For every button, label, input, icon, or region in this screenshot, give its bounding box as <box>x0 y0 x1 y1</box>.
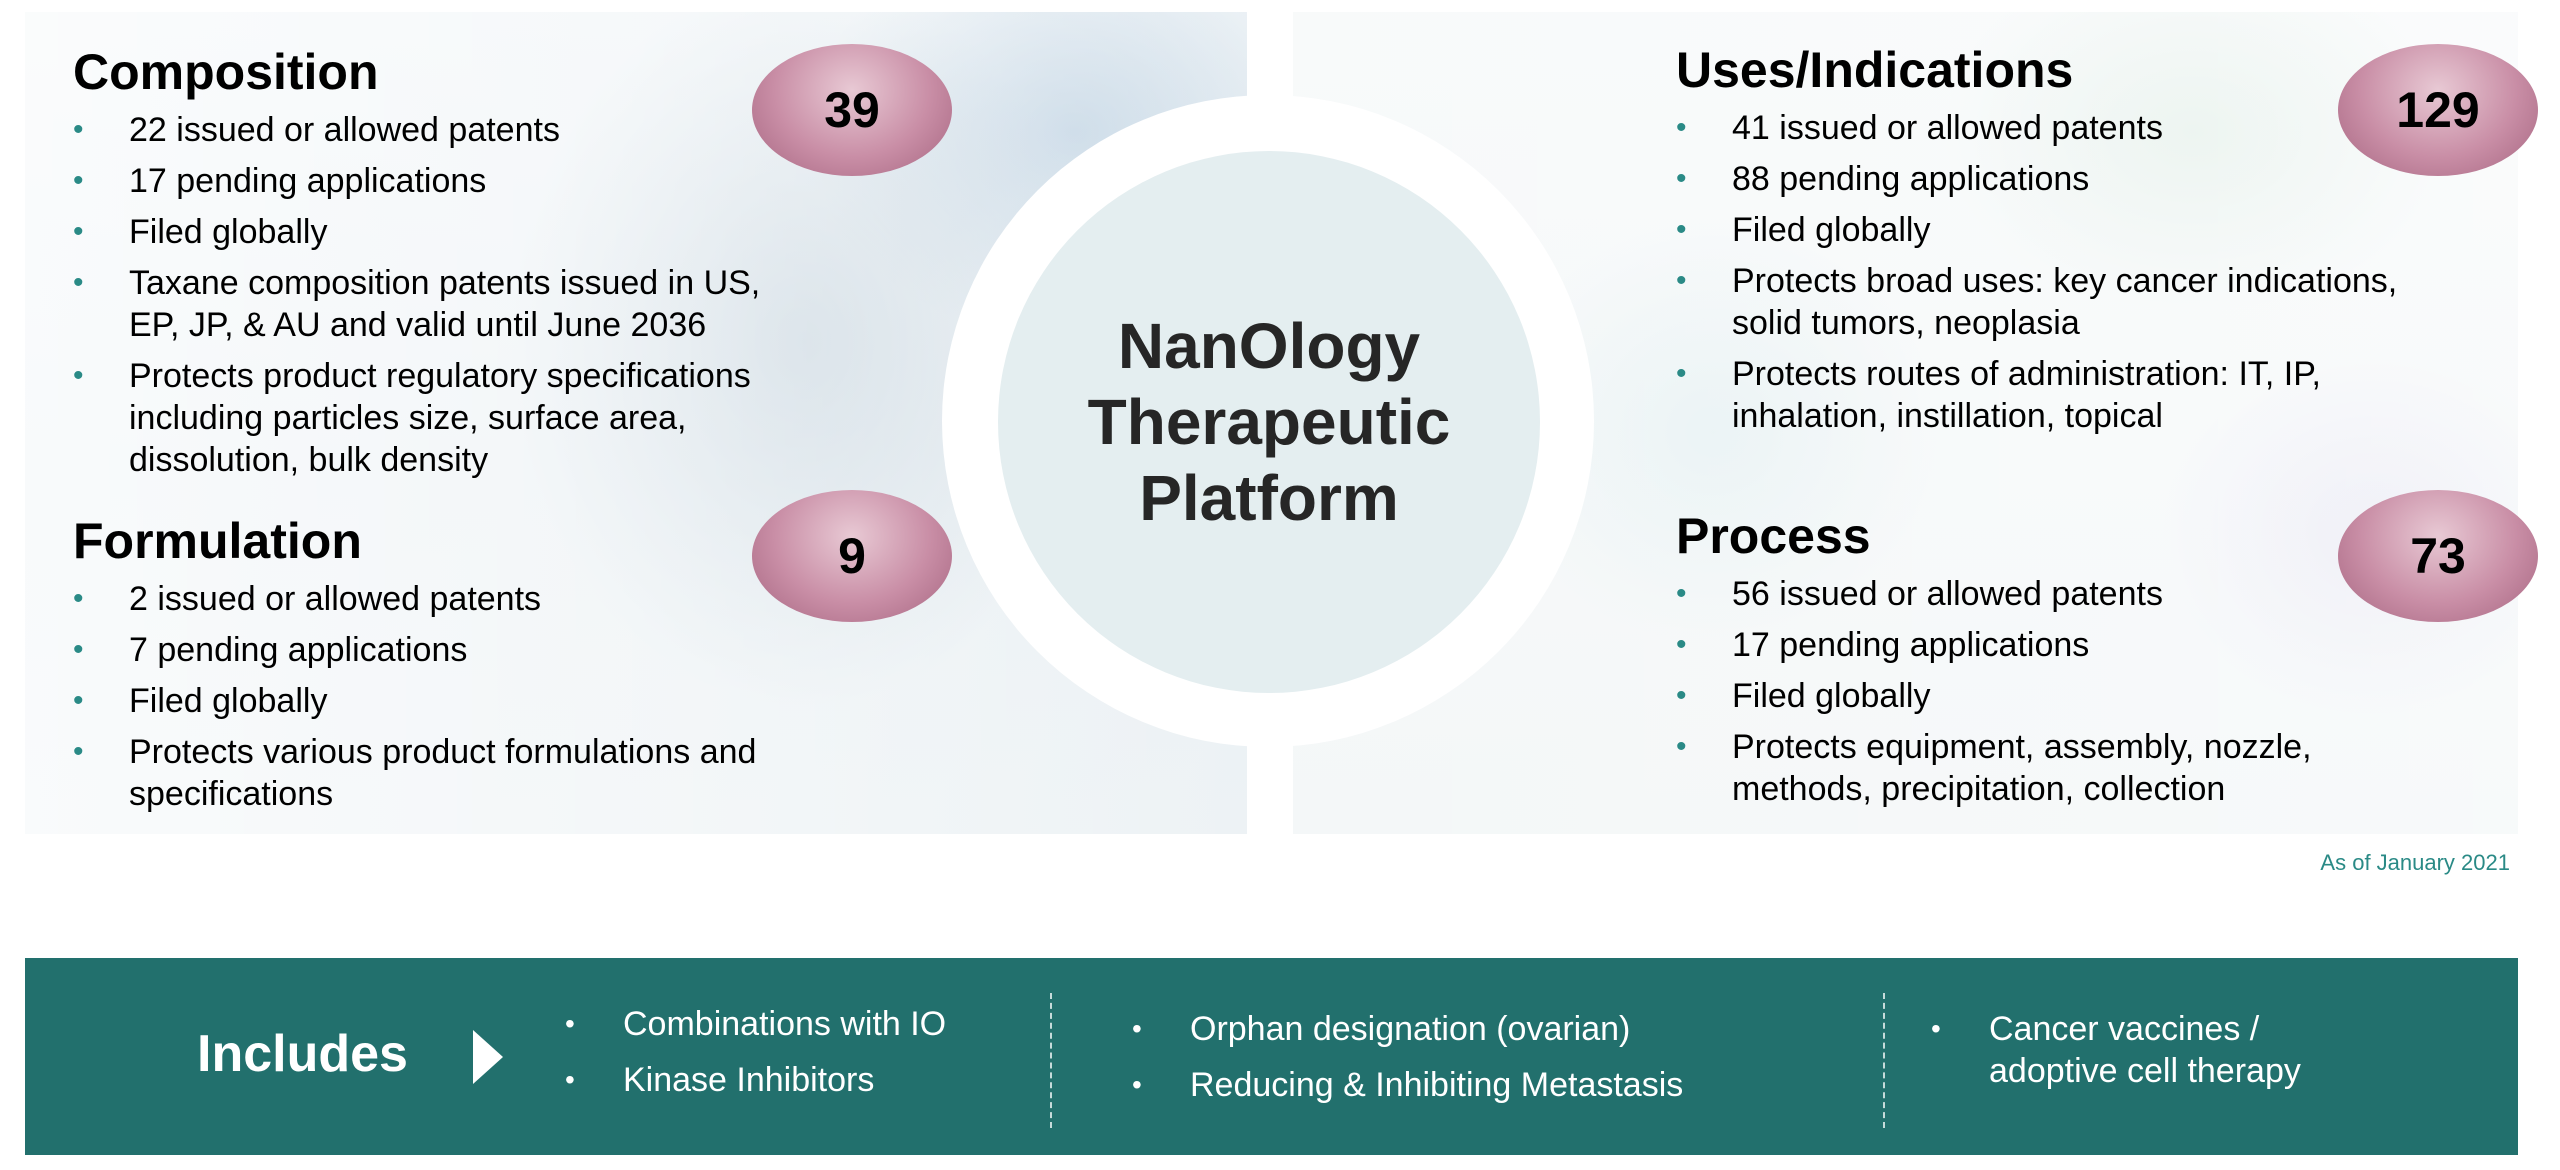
composition-list: •22 issued or allowed patents •17 pendin… <box>73 109 813 481</box>
bullet-icon: • <box>1676 577 1687 610</box>
uses-list: •41 issued or allowed patents •88 pendin… <box>1676 107 2436 437</box>
includes-column-1: •Combinations with IO •Kinase Inhibitors <box>565 1003 1025 1115</box>
formulation-list: •2 issued or allowed patents •7 pending … <box>73 578 813 815</box>
bullet-icon: • <box>1676 264 1687 297</box>
list-item: •Combinations with IO <box>565 1005 947 1043</box>
list-item: •Filed globally <box>73 682 328 720</box>
uses-title: Uses/Indications <box>1676 42 2074 98</box>
bullet-icon: • <box>73 582 84 615</box>
includes-label: Includes <box>197 1025 408 1083</box>
process-title: Process <box>1676 508 1871 564</box>
process-list: •56 issued or allowed patents •17 pendin… <box>1676 573 2436 810</box>
composition-count-badge: 39 <box>752 44 952 176</box>
list-item: •88 pending applications <box>1676 160 2090 198</box>
bullet-icon: • <box>73 359 84 392</box>
list-item: •Filed globally <box>1676 677 1931 715</box>
bullet-icon: • <box>565 1008 575 1039</box>
bullet-icon: • <box>73 164 84 197</box>
arrow-right-icon <box>473 1030 503 1084</box>
list-item: •Protects equipment, assembly, nozzle, m… <box>1676 728 2312 808</box>
list-item: •Protects broad uses: key cancer indicat… <box>1676 262 2398 342</box>
list-item: •2 issued or allowed patents <box>73 580 542 618</box>
list-item: •22 issued or allowed patents <box>73 111 560 149</box>
bullet-icon: • <box>1676 213 1687 246</box>
process-section: Process •56 issued or allowed patents •1… <box>1676 508 2436 810</box>
bullet-icon: • <box>73 684 84 717</box>
list-item: •41 issued or allowed patents <box>1676 109 2163 147</box>
composition-section: Composition •22 issued or allowed patent… <box>73 44 813 481</box>
formulation-count-badge: 9 <box>752 490 952 622</box>
bullet-icon: • <box>1132 1013 1142 1044</box>
list-item: •Filed globally <box>1676 211 1931 249</box>
divider <box>1883 993 1885 1128</box>
list-item: •Kinase Inhibitors <box>565 1061 875 1099</box>
bullet-icon: • <box>1676 730 1687 763</box>
bullet-icon: • <box>565 1064 575 1095</box>
formulation-title: Formulation <box>73 513 362 569</box>
list-item: •Protects routes of administration: IT, … <box>1676 355 2321 435</box>
bullet-icon: • <box>73 735 84 768</box>
list-item: •Filed globally <box>73 213 328 251</box>
uses-count-badge: 129 <box>2338 44 2538 176</box>
process-count-badge: 73 <box>2338 490 2538 622</box>
bullet-icon: • <box>1676 162 1687 195</box>
bullet-icon: • <box>73 266 84 299</box>
list-item: •Protects various product formulations a… <box>73 733 757 813</box>
includes-column-3: •Cancer vaccines / adoptive cell therapy <box>1931 1008 2351 1106</box>
list-item: •Orphan designation (ovarian) <box>1132 1010 1631 1048</box>
composition-title: Composition <box>73 44 379 100</box>
includes-banner: Includes •Combinations with IO •Kinase I… <box>25 958 2518 1155</box>
list-item: •Protects product regulatory specificati… <box>73 357 751 479</box>
bullet-icon: • <box>1676 111 1687 144</box>
list-item: •17 pending applications <box>1676 626 2090 664</box>
bullet-icon: • <box>1676 357 1687 390</box>
list-item: •Taxane composition patents issued in US… <box>73 264 761 344</box>
bullet-icon: • <box>73 113 84 146</box>
list-item: •17 pending applications <box>73 162 487 200</box>
platform-title: NanOlogy Therapeutic Platform <box>1087 310 1451 534</box>
list-item: •56 issued or allowed patents <box>1676 575 2163 613</box>
bullet-icon: • <box>1676 628 1687 661</box>
center-circle: NanOlogy Therapeutic Platform <box>998 151 1540 693</box>
list-item: •Cancer vaccines / adoptive cell therapy <box>1931 1010 2301 1090</box>
bullet-icon: • <box>1676 679 1687 712</box>
bullet-icon: • <box>1132 1069 1142 1100</box>
divider <box>1050 993 1052 1128</box>
bullet-icon: • <box>1931 1013 1941 1044</box>
bullet-icon: • <box>73 215 84 248</box>
bullet-icon: • <box>73 633 84 666</box>
includes-column-2: •Orphan designation (ovarian) •Reducing … <box>1132 1008 1852 1120</box>
list-item: •7 pending applications <box>73 631 468 669</box>
list-item: •Reducing & Inhibiting Metastasis <box>1132 1066 1684 1104</box>
formulation-section: Formulation •2 issued or allowed patents… <box>73 513 813 815</box>
uses-section: Uses/Indications •41 issued or allowed p… <box>1676 42 2436 437</box>
as-of-date: As of January 2021 <box>2320 850 2510 875</box>
